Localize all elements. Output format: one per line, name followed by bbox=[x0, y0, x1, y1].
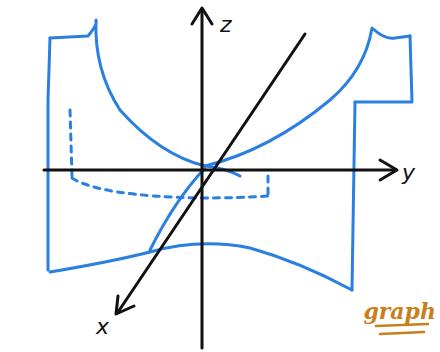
axis-label: z bbox=[220, 14, 232, 36]
saddle-surface bbox=[48, 20, 412, 290]
underline bbox=[376, 324, 428, 334]
axes bbox=[44, 8, 397, 348]
hidden-edges bbox=[70, 110, 268, 198]
handwritten-note: graph bbox=[363, 300, 436, 322]
axis-label: x bbox=[96, 316, 109, 338]
axis-label: y bbox=[402, 162, 415, 184]
